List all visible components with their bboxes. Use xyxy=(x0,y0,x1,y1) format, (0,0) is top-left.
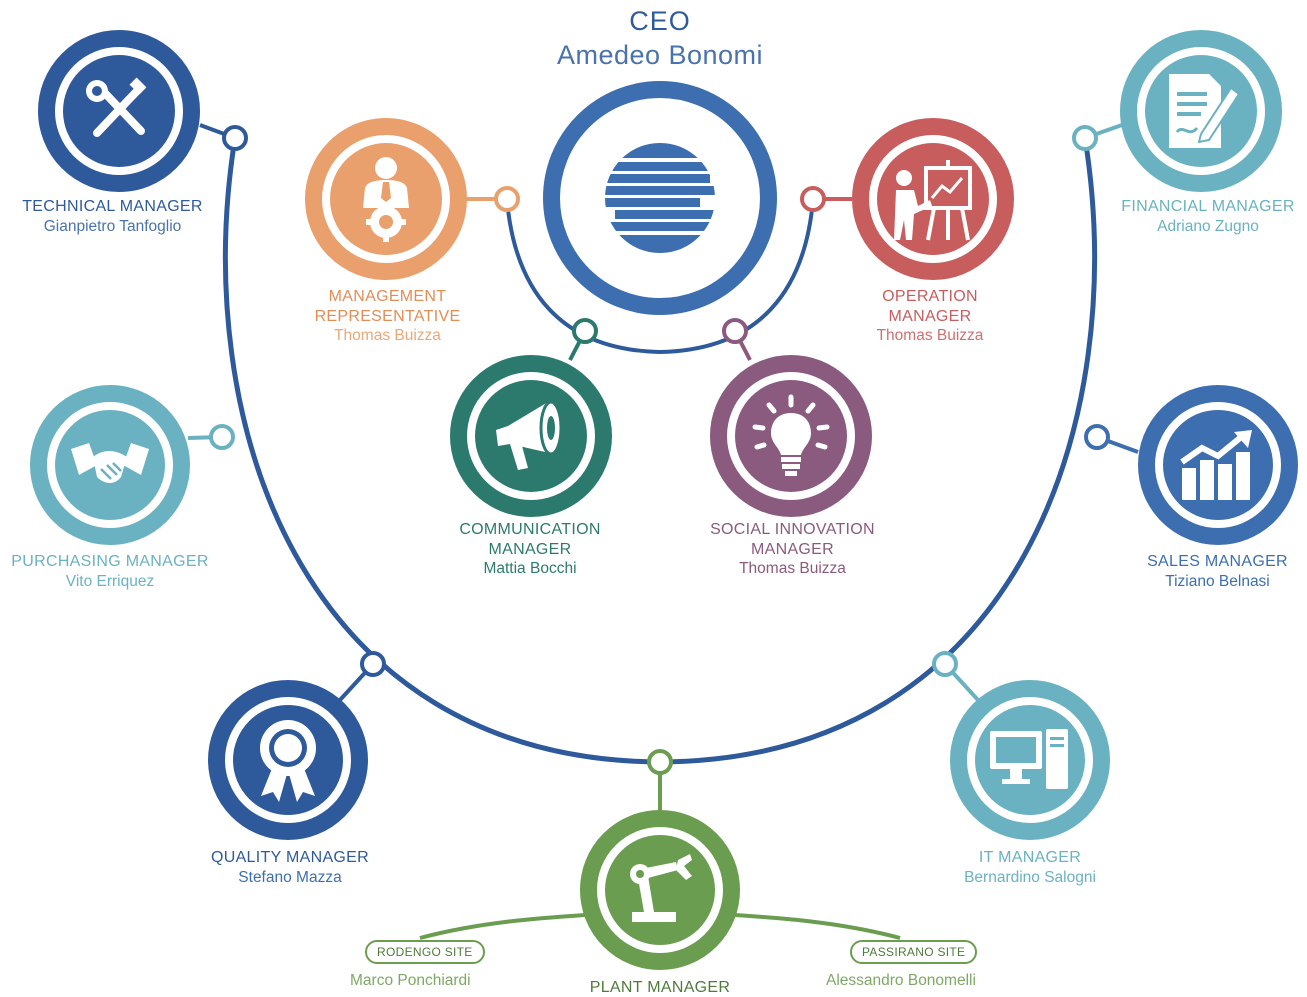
role-title-line2: MANAGER xyxy=(488,540,572,558)
person-name: Stefano Mazza xyxy=(238,868,342,886)
person-name: Thomas Buizza xyxy=(334,327,441,344)
role-title: QUALITY MANAGER xyxy=(210,849,369,866)
connector-dot xyxy=(360,651,386,677)
ceo-node xyxy=(543,81,777,315)
connector-dot xyxy=(222,125,248,151)
connector-dot xyxy=(647,749,673,775)
businessman-gear-icon xyxy=(363,157,409,242)
role-title-line2: REPRESENTATIVE xyxy=(314,307,461,325)
presentation-icon xyxy=(894,160,972,241)
technical-manager-node xyxy=(38,30,200,192)
person-name: Thomas Buizza xyxy=(876,327,984,344)
financial-manager-label: FINANCIAL MANAGER Adriano Zugno xyxy=(1108,197,1307,236)
purchasing-manager-node xyxy=(30,385,190,545)
sales-manager-label: SALES MANAGER Tiziano Belnasi xyxy=(1110,552,1307,591)
person-name: Bernardino Salogni xyxy=(964,868,1096,886)
connector-dot xyxy=(1084,424,1110,450)
management-representative-label: MANAGEMENT REPRESENTATIVE Thomas Buizza xyxy=(285,287,490,346)
communication-manager-label: COMMUNICATION MANAGER Mattia Bocchi xyxy=(430,520,630,579)
ceo-title: CEO xyxy=(629,6,691,36)
management-representative-node xyxy=(305,118,467,280)
growth-chart-icon xyxy=(1180,430,1252,500)
person-name: Gianpietro Tanfoglio xyxy=(43,217,182,235)
role-title: PURCHASING MANAGER xyxy=(11,553,209,570)
megaphone-icon xyxy=(496,400,563,470)
handshake-icon xyxy=(71,443,149,483)
tools-icon xyxy=(86,77,147,137)
person-name: Adriano Zugno xyxy=(1157,217,1259,235)
company-logo xyxy=(605,143,715,253)
role-title-line2: MANAGER xyxy=(751,540,834,558)
rodengo-site-person: Marco Ponchiardi xyxy=(350,972,471,989)
role-title-line1: COMMUNICATION xyxy=(459,521,601,538)
role-title: TECHNICAL MANAGER xyxy=(22,198,203,215)
role-title-line1: MANAGEMENT xyxy=(328,288,447,305)
quality-manager-label: QUALITY MANAGER Stefano Mazza xyxy=(180,848,400,887)
social-innovation-manager-label: SOCIAL INNOVATION MANAGER Thomas Buizza xyxy=(690,520,895,579)
role-title: PLANT MANAGER xyxy=(589,979,731,996)
connector-dot xyxy=(800,186,826,212)
role-title-line2: MANAGER xyxy=(888,307,972,325)
person-name: Thomas Buizza xyxy=(739,560,846,577)
role-title-line1: SOCIAL INNOVATION xyxy=(710,521,875,538)
plant-manager-node xyxy=(580,810,740,970)
person-name: Tiziano Belnasi xyxy=(1165,572,1270,590)
rodengo-site-badge: RODENGO SITE xyxy=(365,940,485,964)
lightbulb-icon xyxy=(752,394,830,476)
connector-dot xyxy=(722,318,748,344)
it-manager-node xyxy=(950,680,1110,840)
purchasing-manager-label: PURCHASING MANAGER Vito Erriquez xyxy=(0,552,220,591)
person-name: Mattia Bocchi xyxy=(483,560,577,577)
ceo-name: Amedeo Bonomi xyxy=(556,40,764,70)
connector-dot xyxy=(572,318,598,344)
operation-manager-label: OPERATION MANAGER Thomas Buizza xyxy=(830,287,1030,346)
it-manager-label: IT MANAGER Bernardino Salogni xyxy=(920,848,1140,887)
technical-manager-label: TECHNICAL MANAGER Gianpietro Tanfoglio xyxy=(5,197,220,236)
inner-arc xyxy=(505,199,815,355)
connector-dot xyxy=(494,186,520,212)
quality-manager-node xyxy=(208,680,368,840)
connector-dot xyxy=(932,651,958,677)
social-innovation-manager-node xyxy=(710,355,872,517)
role-title: SALES MANAGER xyxy=(1147,553,1288,570)
connector-dot xyxy=(1072,125,1098,151)
financial-manager-node xyxy=(1120,30,1282,192)
role-title: FINANCIAL MANAGER xyxy=(1121,198,1295,215)
plant-manager-label: PLANT MANAGER xyxy=(560,978,760,997)
computer-icon xyxy=(990,729,1068,789)
connector-dot xyxy=(209,424,235,450)
communication-manager-node xyxy=(450,355,612,517)
operation-manager-node xyxy=(852,118,1014,280)
role-title-line1: OPERATION xyxy=(882,288,978,305)
award-badge-icon xyxy=(260,720,316,802)
passirano-site-badge: PASSIRANO SITE xyxy=(850,940,978,964)
document-sign-icon xyxy=(1169,74,1241,148)
person-name: Vito Erriquez xyxy=(65,572,155,590)
robot-arm-icon xyxy=(630,854,692,922)
sales-manager-node xyxy=(1138,385,1298,545)
passirano-site-person: Alessandro Bonomelli xyxy=(826,972,976,989)
role-title: IT MANAGER xyxy=(978,849,1082,866)
